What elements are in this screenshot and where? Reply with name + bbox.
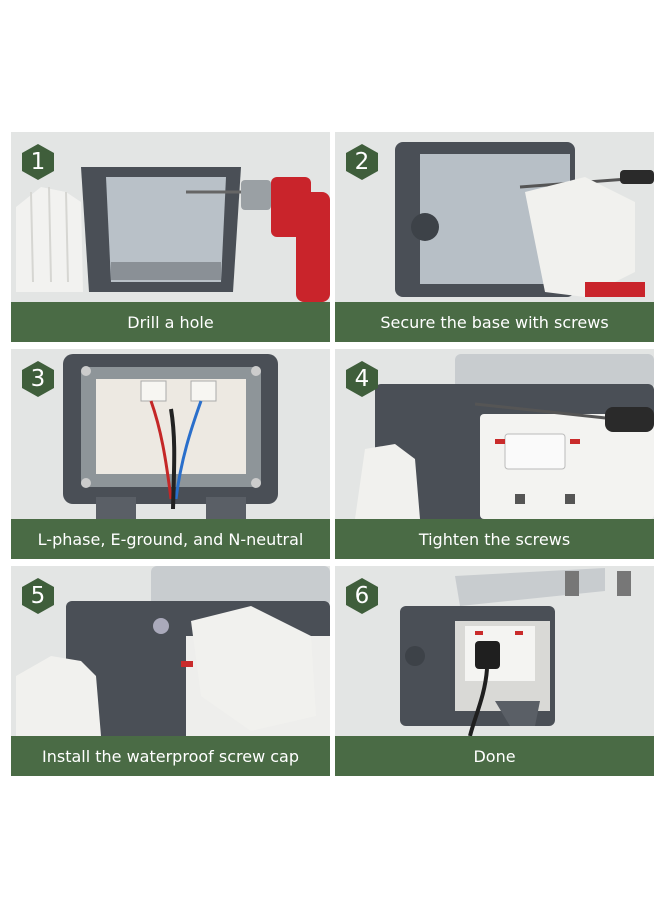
drilling-illustration [11, 132, 330, 302]
tightening-screws-illustration [335, 349, 654, 519]
step-panel-5: 5 Install the waterproof screw cap [11, 566, 330, 776]
step-caption: Done [335, 736, 654, 776]
step-number-badge: 1 [20, 143, 56, 181]
screwing-base-illustration [335, 132, 654, 302]
finished-socket-illustration [335, 566, 654, 736]
step-number: 5 [30, 583, 46, 609]
step-number-badge: 6 [344, 577, 380, 615]
step-number: 2 [354, 149, 370, 175]
step-number: 4 [354, 366, 370, 392]
step-number-badge: 3 [20, 360, 56, 398]
step-panel-4: 4 Tighten the screws [335, 349, 654, 559]
step-caption: Install the waterproof screw cap [11, 736, 330, 776]
step-number-badge: 2 [344, 143, 380, 181]
step-caption: Tighten the screws [335, 519, 654, 559]
step-panel-6: 6 Done [335, 566, 654, 776]
step-number: 3 [30, 366, 46, 392]
step-panel-2: 2 Secure the base with screws [335, 132, 654, 342]
step-panel-1: 1 Drill a hole [11, 132, 330, 342]
step-number-badge: 4 [344, 360, 380, 398]
step-number: 6 [354, 583, 370, 609]
step-caption: L-phase, E-ground, and N-neutral [11, 519, 330, 559]
installing-screw-cap-illustration [11, 566, 330, 736]
step-caption: Drill a hole [11, 302, 330, 342]
wiring-illustration [11, 349, 330, 519]
step-panel-3: 3 L-phase, E-ground, and N-neutral [11, 349, 330, 559]
step-caption: Secure the base with screws [335, 302, 654, 342]
step-number: 1 [30, 149, 46, 175]
step-number-badge: 5 [20, 577, 56, 615]
